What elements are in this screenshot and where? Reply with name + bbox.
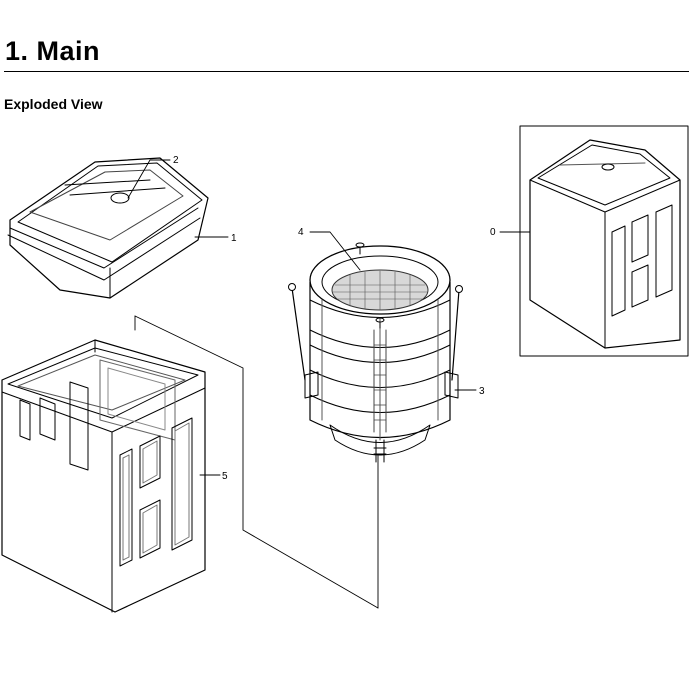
leader-lines [127, 159, 531, 476]
part-tub-assembly [288, 242, 463, 463]
title-rule [4, 71, 689, 72]
callout-5: 5 [222, 471, 228, 482]
callout-4: 4 [298, 227, 304, 238]
part-cabinet [1, 339, 206, 613]
callout-0: 0 [490, 227, 496, 238]
callout-2: 2 [173, 155, 179, 166]
alignment-lines [134, 315, 379, 609]
callout-1: 1 [231, 233, 237, 244]
page-title: 1. Main [5, 36, 101, 66]
part-top-cover [7, 157, 209, 299]
part-complete-unit [519, 125, 689, 357]
callout-3: 3 [479, 386, 485, 397]
section-title: Exploded View [4, 96, 103, 112]
lid-badge-icon [110, 192, 130, 204]
